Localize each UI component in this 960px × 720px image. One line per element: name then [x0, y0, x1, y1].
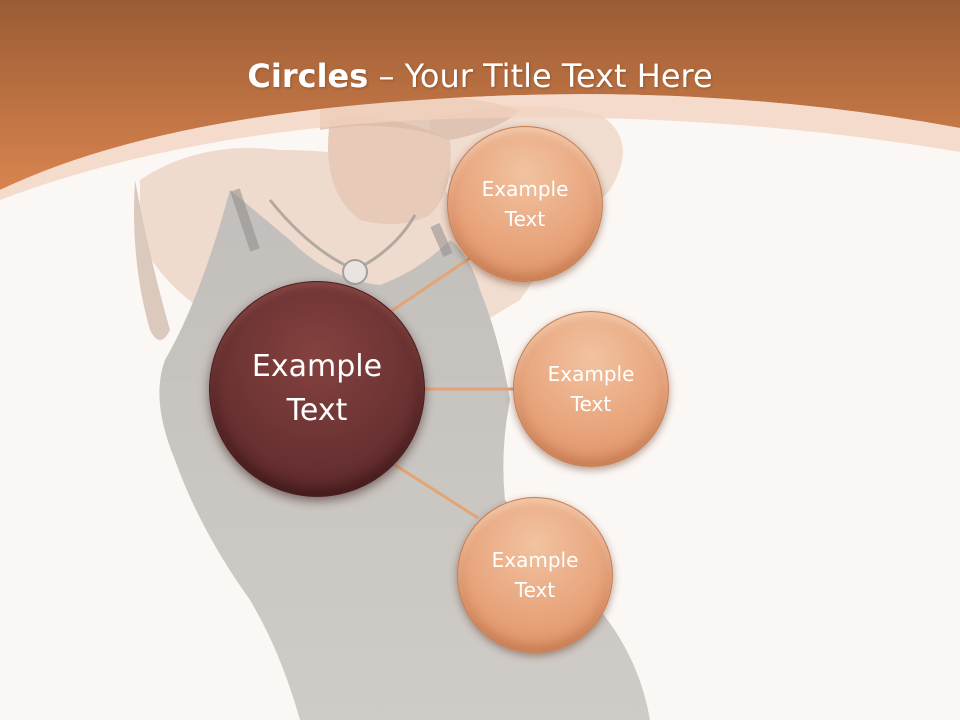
connector-line-top: [389, 256, 471, 314]
center-circle-line1: Example: [251, 349, 383, 384]
outer-circle-middle-line1: Example: [547, 362, 635, 386]
header-band: [0, 0, 960, 200]
title-rest: – Your Title Text Here: [368, 57, 713, 95]
outer-circle-bottom[interactable]: Example Text: [457, 497, 613, 653]
outer-circle-top[interactable]: Example Text: [447, 126, 603, 282]
center-circle-line2: Text: [286, 393, 348, 428]
slide-title[interactable]: Circles – Your Title Text Here: [0, 52, 960, 100]
outer-circle-middle-line2: Text: [570, 392, 612, 416]
outer-circle-bottom-line2: Text: [514, 578, 556, 602]
center-circle[interactable]: Example Text: [209, 281, 425, 497]
title-bold: Circles: [247, 57, 369, 95]
connector-line-bottom: [394, 463, 479, 520]
outer-circle-top-line2: Text: [504, 207, 546, 231]
outer-circle-bottom-line1: Example: [491, 548, 579, 572]
outer-circle-top-line1: Example: [481, 177, 569, 201]
connector-lines: [389, 256, 515, 520]
outer-circle-middle[interactable]: Example Text: [513, 311, 669, 467]
